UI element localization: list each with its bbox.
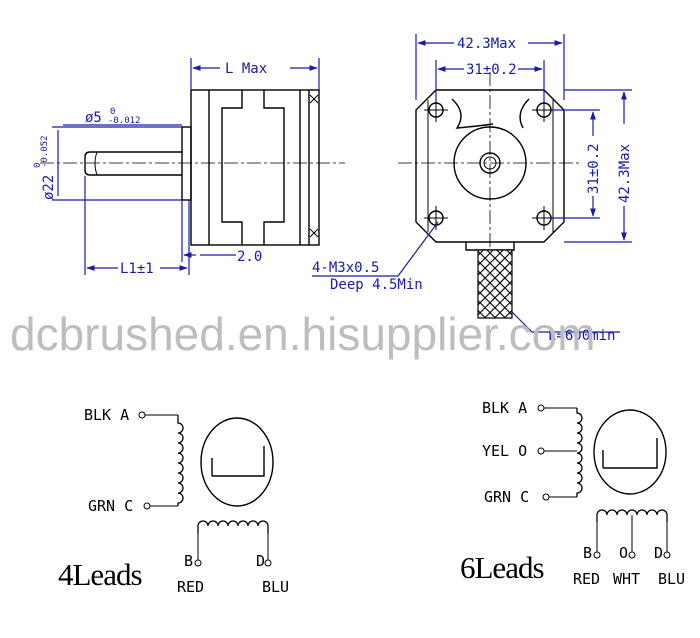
pin-d-terminal-6 <box>663 551 671 559</box>
pin-d-terminal <box>264 559 272 567</box>
shaft-flat <box>94 151 98 176</box>
shaft-dia-tol-upper: 0 <box>110 107 115 117</box>
pin-c-terminal <box>143 502 151 510</box>
coil-bd-winding <box>197 520 269 534</box>
hole-spacing-label: 31±0.2 <box>466 62 517 78</box>
width-max-label: 42.3Max <box>457 36 516 52</box>
rotor-ellipse-6 <box>593 409 667 495</box>
motor-body-lines <box>208 90 310 245</box>
motor-corner-marks <box>309 94 319 238</box>
shaft-dia-tol-lower: -0.012 <box>108 116 141 126</box>
watermark-text: dcbrushed.en.hisupplier.com <box>10 308 596 360</box>
rotor-ellipse-4 <box>200 417 274 507</box>
wire-color-blu-6: BLU <box>658 570 685 588</box>
screw-leader <box>312 221 439 277</box>
pin-b-label-6: B <box>583 544 592 562</box>
length-max-label: L Max <box>225 61 267 77</box>
pin-o-label-6: YEL O <box>482 442 527 460</box>
coil-bod-winding <box>596 509 668 522</box>
pin-b-terminal <box>194 559 202 567</box>
flange-inner-lines <box>427 100 554 232</box>
pin-d-label-6: D <box>654 544 663 562</box>
coil-ac-winding <box>177 415 184 506</box>
height-max-label: 42.3Max <box>617 144 633 203</box>
wire-color-wht-6: WHT <box>613 570 640 588</box>
shaft-diameter-label: ø5 <box>85 110 102 126</box>
shaft-length-label: L1±1 <box>120 261 154 277</box>
pin-a-terminal-6 <box>537 404 545 412</box>
boss-dia-tol-lower: -0.052 <box>40 135 50 168</box>
flange-corner-curves <box>451 98 530 129</box>
side-view: L Max ø5 0 -0.012 ø22 0 -0.052 L1±1 2.0 <box>33 58 345 277</box>
pin-o2-terminal-6 <box>628 551 636 559</box>
pin-b-label: B <box>184 552 193 570</box>
flange-outline <box>415 89 565 243</box>
pin-a-terminal <box>138 411 146 419</box>
shaft-outline <box>84 151 182 176</box>
pin-b-terminal-6 <box>593 551 601 559</box>
pin-a-label: BLK A <box>84 406 129 424</box>
cable-braid <box>477 249 513 319</box>
boss-height-label: 2.0 <box>237 249 262 265</box>
boss-dia-tol-upper: 0 <box>33 163 43 168</box>
pin-o-terminal-6 <box>537 447 545 455</box>
cable-length-label: L=600min <box>548 328 615 344</box>
wiring-4-leads: BLK A GRN C B D RED BLU 4Leads <box>58 406 289 596</box>
pin-c-terminal-6 <box>542 493 550 501</box>
rotor-symbol-6 <box>602 438 658 469</box>
cable-leader <box>511 311 620 333</box>
pin-c-label: GRN C <box>88 497 133 515</box>
wire-color-red-6: RED <box>573 570 600 588</box>
boss-diameter-label: ø22 <box>41 175 57 200</box>
rotor-symbol-4 <box>211 446 265 477</box>
front-view: 42.3Max 31±0.2 31±0.2 42.3Max 4-M3x0.5 D… <box>312 34 633 344</box>
screw-callout-line2: Deep 4.5Min <box>330 277 423 293</box>
hole-spacing-v-label: 31±0.2 <box>586 143 602 194</box>
motor-body-slots <box>221 90 285 245</box>
six-leads-title: 6Leads <box>460 550 544 585</box>
pin-c-label-6: GRN C <box>484 488 529 506</box>
pin-d-label: D <box>256 552 265 570</box>
boss-outline <box>181 126 192 201</box>
four-leads-title: 4Leads <box>58 557 142 592</box>
screw-callout-line1: 4-M3x0.5 <box>312 260 379 276</box>
coil-aoc-winding <box>576 408 583 497</box>
hole-crosshairs <box>424 98 556 230</box>
pin-a-label-6: BLK A <box>482 399 527 417</box>
wiring-6-leads: BLK A YEL O GRN C B O D RED WHT BLU 6Lea… <box>460 399 685 588</box>
wire-color-red: RED <box>177 578 204 596</box>
wire-color-blu: BLU <box>262 578 289 596</box>
pin-o2-label-6: O <box>619 544 628 562</box>
